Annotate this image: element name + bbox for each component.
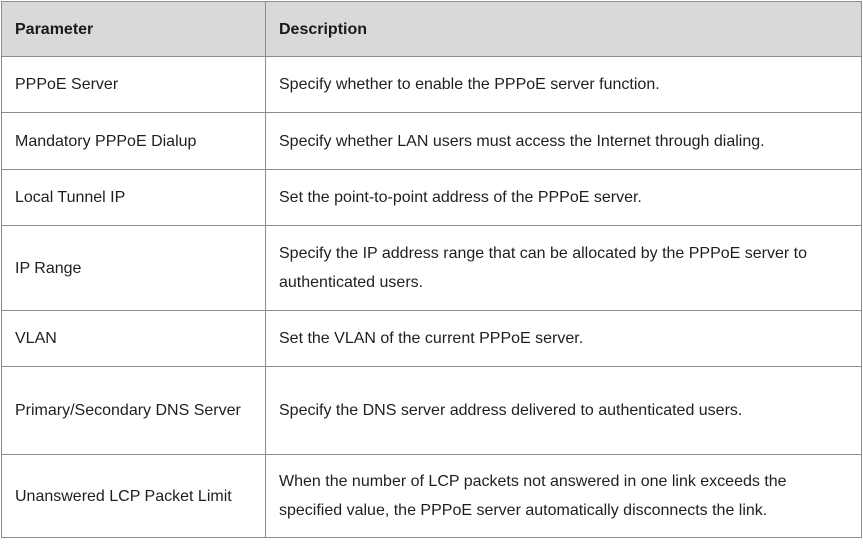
table-row: Mandatory PPPoE Dialup Specify whether L… bbox=[1, 112, 862, 170]
table-row: VLAN Set the VLAN of the current PPPoE s… bbox=[1, 310, 862, 367]
column-header-parameter: Parameter bbox=[1, 1, 266, 57]
table-row: Local Tunnel IP Set the point-to-point a… bbox=[1, 169, 862, 226]
table-row: PPPoE Server Specify whether to enable t… bbox=[1, 56, 862, 113]
description-cell: When the number of LCP packets not answe… bbox=[265, 454, 862, 538]
parameter-cell: VLAN bbox=[1, 310, 266, 367]
description-cell: Set the point-to-point address of the PP… bbox=[265, 169, 862, 226]
parameter-cell: Mandatory PPPoE Dialup bbox=[1, 112, 266, 170]
table-row: Unanswered LCP Packet Limit When the num… bbox=[1, 454, 862, 538]
parameter-cell: IP Range bbox=[1, 225, 266, 311]
description-cell: Specify the IP address range that can be… bbox=[265, 225, 862, 311]
description-cell: Set the VLAN of the current PPPoE server… bbox=[265, 310, 862, 367]
parameter-cell: Primary/Secondary DNS Server bbox=[1, 366, 266, 455]
parameter-cell: Unanswered LCP Packet Limit bbox=[1, 454, 266, 538]
parameter-cell: Local Tunnel IP bbox=[1, 169, 266, 226]
column-header-description: Description bbox=[265, 1, 862, 57]
table-header-row: Parameter Description bbox=[1, 1, 862, 57]
table-row: Primary/Secondary DNS Server Specify the… bbox=[1, 366, 862, 455]
description-cell: Specify the DNS server address delivered… bbox=[265, 366, 862, 455]
parameter-cell: PPPoE Server bbox=[1, 56, 266, 113]
description-cell: Specify whether to enable the PPPoE serv… bbox=[265, 56, 862, 113]
parameter-table: Parameter Description PPPoE Server Speci… bbox=[1, 1, 862, 538]
table-row: IP Range Specify the IP address range th… bbox=[1, 225, 862, 311]
description-cell: Specify whether LAN users must access th… bbox=[265, 112, 862, 170]
